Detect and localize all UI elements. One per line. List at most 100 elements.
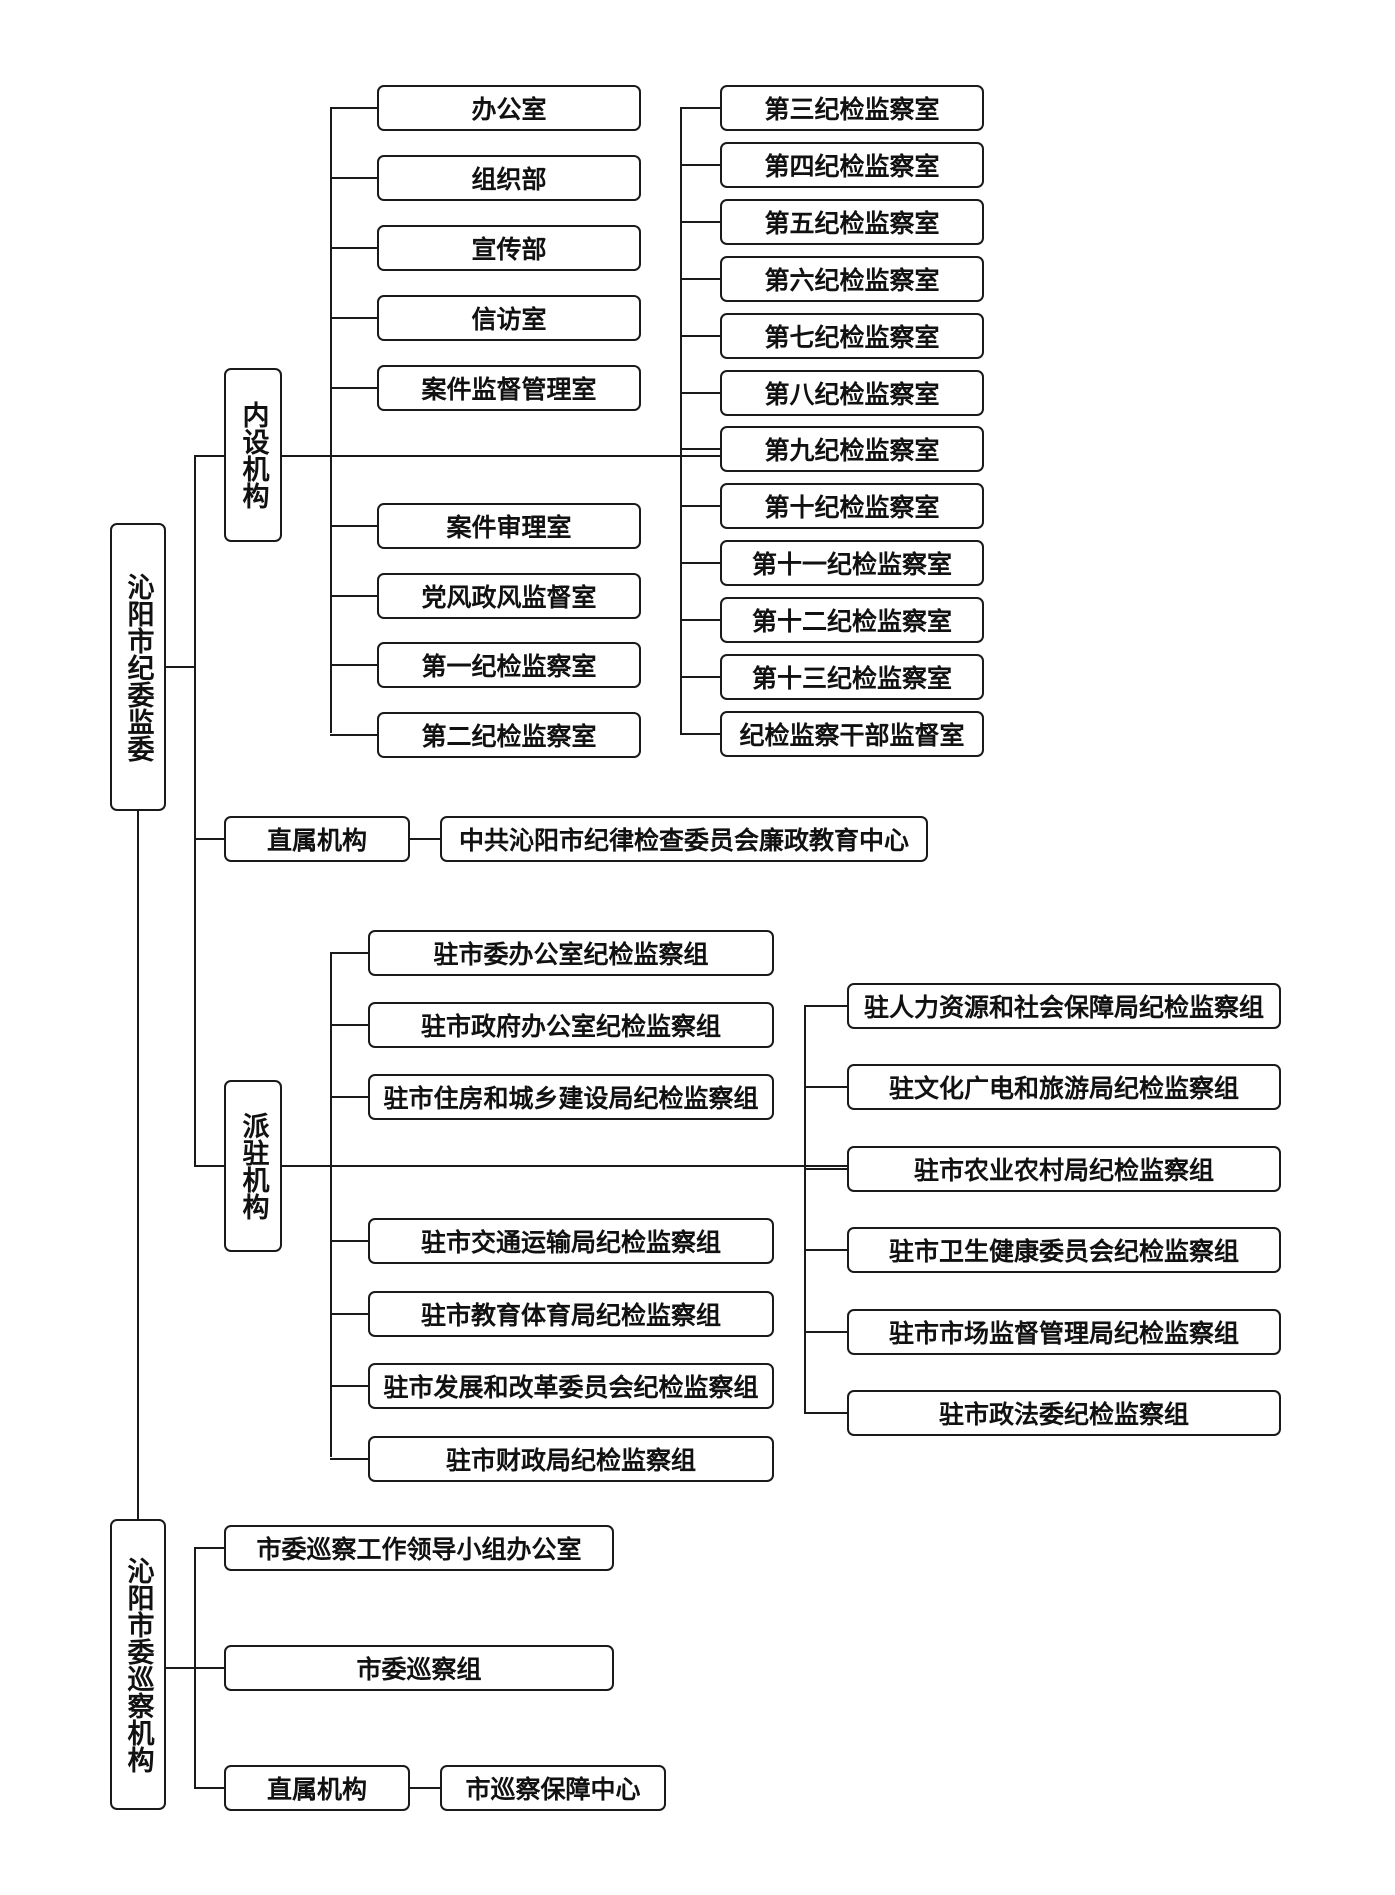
paizhu-item-connector [330, 1024, 368, 1026]
paizhu-item-label: 驻市政府办公室纪检监察组 [420, 1012, 721, 1041]
paizhu-item-label: 驻市农业农村局纪检监察组 [913, 1156, 1214, 1185]
neishe-item-label: 案件监督管理室 [421, 375, 597, 404]
neishe-item-connector [680, 164, 720, 166]
neishe-item-label: 纪检监察干部监督室 [739, 721, 965, 750]
neishe-item-label: 第五纪检监察室 [764, 209, 940, 238]
neishe-item-connector [680, 448, 720, 450]
neishe-item-box[interactable]: 办公室 [377, 85, 641, 131]
neishe-item-box[interactable]: 第八纪检监察室 [720, 370, 984, 416]
xuncha-zhishu-connector [194, 1787, 224, 1789]
paizhu-item-box[interactable]: 驻市政府办公室纪检监察组 [368, 1002, 774, 1048]
neishe-item-connector [680, 278, 720, 280]
paizhu-item-connector [804, 1412, 847, 1414]
xuncha-zhishu-child-connector [410, 1787, 440, 1789]
neishe-item-box[interactable]: 第六纪检监察室 [720, 256, 984, 302]
neishe-item-connector [680, 107, 720, 109]
neishe-item-label: 第七纪检监察室 [764, 323, 940, 352]
neishe-item-box[interactable]: 组织部 [377, 155, 641, 201]
paizhu-item-box[interactable]: 驻市财政局纪检监察组 [368, 1436, 774, 1482]
neishe-item-connector [330, 525, 377, 527]
paizhu-item-box[interactable]: 驻市交通运输局纪检监察组 [368, 1218, 774, 1264]
neishe-item-box[interactable]: 党风政风监督室 [377, 573, 641, 619]
paizhu-item-box[interactable]: 驻市政法委纪检监察组 [847, 1390, 1281, 1436]
neishe-item-box[interactable]: 宣传部 [377, 225, 641, 271]
paizhu-item-box[interactable]: 驻人力资源和社会保障局纪检监察组 [847, 983, 1281, 1029]
neishe-item-connector [330, 387, 377, 389]
xuncha-item-connector [194, 1667, 224, 1669]
neishe-left-spine [330, 107, 332, 733]
neishe-item-label: 第十纪检监察室 [764, 493, 940, 522]
neishe-item-box[interactable]: 第二纪检监察室 [377, 712, 641, 758]
neishe-item-connector [330, 595, 377, 597]
paizhu-item-box[interactable]: 驻文化广电和旅游局纪检监察组 [847, 1064, 1281, 1110]
paizhu-item-label: 驻市发展和改革委员会纪检监察组 [383, 1373, 759, 1402]
paizhu-item-label: 驻市住房和城乡建设局纪检监察组 [383, 1084, 759, 1113]
zhishu-connector [194, 838, 224, 840]
neishe-item-box[interactable]: 第三纪检监察室 [720, 85, 984, 131]
paizhu-right-spine [804, 1005, 806, 1412]
paizhu-item-box[interactable]: 驻市农业农村局纪检监察组 [847, 1146, 1281, 1192]
paizhu-item-box[interactable]: 驻市教育体育局纪检监察组 [368, 1291, 774, 1337]
neishe-item-box[interactable]: 信访室 [377, 295, 641, 341]
xuncha-group-box[interactable]: 市委巡察组 [224, 1645, 614, 1691]
paizhu-item-label: 驻市市场监督管理局纪检监察组 [888, 1319, 1239, 1348]
neishe-item-box[interactable]: 案件监督管理室 [377, 365, 641, 411]
paizhu-item-box[interactable]: 驻市卫生健康委员会纪检监察组 [847, 1227, 1281, 1273]
neishe-item-label: 组织部 [471, 165, 547, 194]
neishe-item-label: 案件审理室 [446, 513, 572, 542]
neishe-item-box[interactable]: 第十纪检监察室 [720, 483, 984, 529]
neishe-item-box[interactable]: 第九纪检监察室 [720, 426, 984, 472]
paizhu-item-connector [804, 1249, 847, 1251]
neishe-item-connector [680, 505, 720, 507]
zhishu-child-connector [410, 838, 440, 840]
paizhu-item-box[interactable]: 驻市住房和城乡建设局纪检监察组 [368, 1074, 774, 1120]
xuncha-zhishu-box[interactable]: 直属机构 [224, 1765, 410, 1811]
neishe-item-box[interactable]: 第十一纪检监察室 [720, 540, 984, 586]
neishe-item-box[interactable]: 第七纪检监察室 [720, 313, 984, 359]
zhishu-box[interactable]: 直属机构 [224, 816, 410, 862]
neishe-item-box[interactable]: 第一纪检监察室 [377, 642, 641, 688]
root-jiwei-label: 沁阳市纪委监委 [122, 572, 154, 762]
paizhu-item-connector [330, 952, 368, 954]
neishe-item-connector [330, 177, 377, 179]
paizhu-item-box[interactable]: 驻市发展和改革委员会纪检监察组 [368, 1363, 774, 1409]
root-xuncha-box[interactable]: 沁阳市委巡察机构 [110, 1519, 166, 1810]
neishe-item-connector [330, 734, 377, 736]
level1-trunk [194, 455, 196, 1166]
neishe-item-label: 党风政风监督室 [421, 583, 597, 612]
zhishu-child-label: 中共沁阳市纪律检查委员会廉政教育中心 [458, 826, 909, 855]
neishe-item-box[interactable]: 案件审理室 [377, 503, 641, 549]
neishe-item-box[interactable]: 第十二纪检监察室 [720, 597, 984, 643]
paizhu-box[interactable]: 派驻机构 [224, 1080, 282, 1252]
neishe-item-label: 第十一纪检监察室 [751, 550, 952, 579]
root-jiwei-box[interactable]: 沁阳市纪委监委 [110, 523, 166, 811]
neishe-item-label: 第九纪检监察室 [764, 436, 940, 465]
neishe-item-label: 第八纪检监察室 [764, 380, 940, 409]
neishe-item-connector [680, 562, 720, 564]
xuncha-zhishu-child-box[interactable]: 市巡察保障中心 [440, 1765, 666, 1811]
paizhu-item-box[interactable]: 驻市委办公室纪检监察组 [368, 930, 774, 976]
paizhu-item-box[interactable]: 驻市市场监督管理局纪检监察组 [847, 1309, 1281, 1355]
neishe-item-box[interactable]: 第十三纪检监察室 [720, 654, 984, 700]
neishe-item-connector [330, 317, 377, 319]
paizhu-main-branch [282, 1165, 847, 1167]
paizhu-item-label: 驻市卫生健康委员会纪检监察组 [888, 1237, 1239, 1266]
xuncha-office-box[interactable]: 市委巡察工作领导小组办公室 [224, 1525, 614, 1571]
neishe-item-connector [680, 221, 720, 223]
neishe-item-box[interactable]: 第五纪检监察室 [720, 199, 984, 245]
xuncha-office-label: 市委巡察工作领导小组办公室 [256, 1535, 582, 1564]
neishe-box[interactable]: 内设机构 [224, 368, 282, 542]
neishe-item-label: 第四纪检监察室 [764, 152, 940, 181]
neishe-item-box[interactable]: 第四纪检监察室 [720, 142, 984, 188]
neishe-item-label: 第三纪检监察室 [764, 95, 940, 124]
neishe-item-connector [330, 247, 377, 249]
xuncha-zhishu-label: 直属机构 [266, 1775, 367, 1804]
zhishu-child-box[interactable]: 中共沁阳市纪律检查委员会廉政教育中心 [440, 816, 928, 862]
neishe-item-box[interactable]: 纪检监察干部监督室 [720, 711, 984, 757]
paizhu-label: 派驻机构 [237, 1112, 269, 1220]
neishe-item-label: 第十二纪检监察室 [751, 607, 952, 636]
neishe-item-label: 信访室 [471, 305, 547, 334]
neishe-item-label: 第二纪检监察室 [421, 722, 597, 751]
neishe-item-label: 宣传部 [471, 235, 547, 264]
